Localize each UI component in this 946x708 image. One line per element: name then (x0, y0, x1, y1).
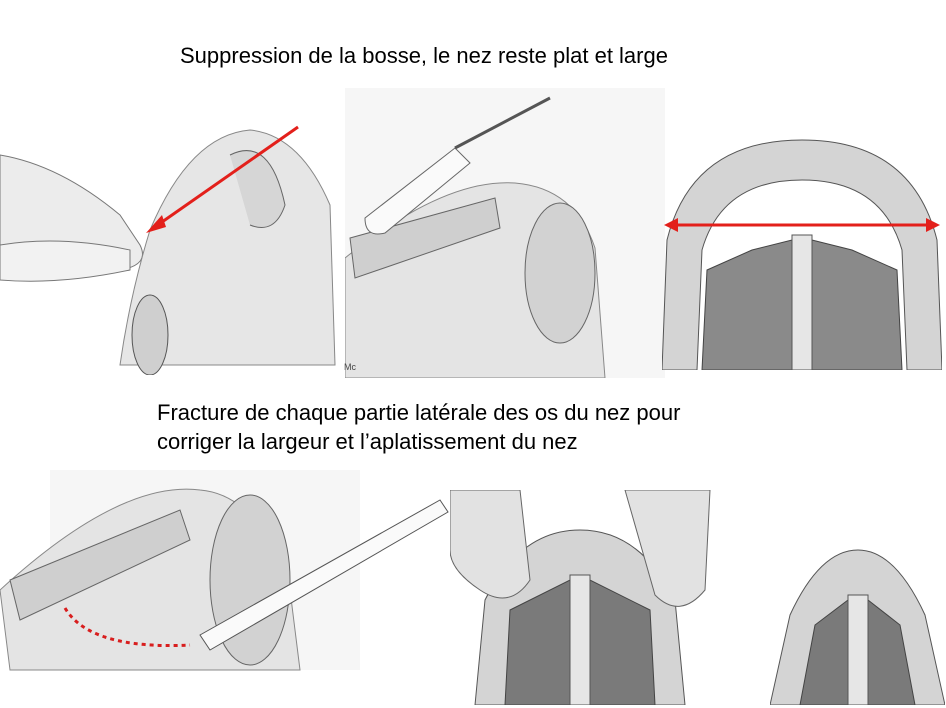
subtitle-line-1: Fracture de chaque partie latérale des o… (157, 400, 681, 425)
illustration-osteotomy (0, 470, 449, 671)
signature: Mc (344, 362, 356, 372)
illustration-cross-section-narrow (770, 549, 945, 705)
illustration-nose-pinch (0, 95, 345, 375)
subtitle-line-2: corriger la largeur et l’aplatissement d… (157, 429, 578, 454)
illustration-fingers-compression (450, 490, 730, 705)
illustration-cross-section-wide (662, 139, 942, 370)
illustration-rasp (345, 88, 665, 378)
slide-title: Suppression de la bosse, le nez reste pl… (180, 43, 668, 68)
